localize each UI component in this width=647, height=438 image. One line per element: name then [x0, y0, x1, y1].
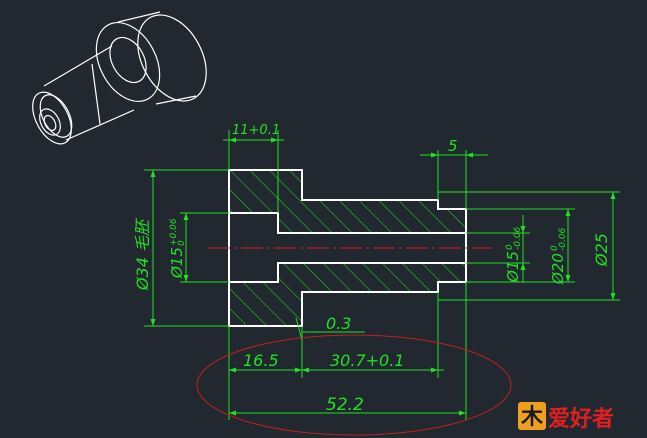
shank-bore-outer: [39, 108, 61, 136]
highlight-ellipse: [196, 334, 512, 436]
dim-shank-diameter: Ø25: [592, 233, 611, 267]
shank-end-face: [32, 91, 72, 145]
head-edge-bottom: [155, 95, 197, 105]
dim-shank-bore-tol-upper: 0: [505, 244, 515, 250]
dim-bore-tol-upper: +0.06: [169, 218, 179, 246]
dim-head-length: 11+0.1: [232, 123, 280, 138]
dim-shank-bore-diameter: Ø15: [504, 251, 522, 283]
head-counterbore: [109, 36, 147, 84]
isometric-view: [32, 11, 207, 145]
dim-shank-bore-tol-lower: -0.06: [513, 226, 523, 250]
dimension-arrows: [150, 137, 616, 416]
shank-edge-bottom: [65, 109, 135, 141]
head-edge-top: [117, 11, 161, 23]
watermark-text: 爱好者: [548, 406, 614, 432]
dim-total-length: 52.2: [326, 395, 364, 415]
neck-line: [91, 63, 101, 125]
dim-groove-width: 5: [448, 137, 458, 155]
head-front-face: [95, 22, 161, 102]
section-hatching: [229, 170, 466, 326]
dim-head-diameter: Ø34 毛胚: [133, 217, 152, 291]
dim-bore-tol-lower: 0: [177, 240, 187, 246]
dim-length-b: 30.7+0.1: [330, 351, 404, 370]
shank-bore-inner: [43, 114, 57, 132]
watermark-logo-badge: [518, 402, 546, 430]
dim-length-a: 16.5: [243, 351, 279, 370]
dim-neck-tol-lower: -0.06: [558, 227, 568, 251]
watermark: 木 爱好者: [518, 402, 614, 432]
head-back-face: [137, 14, 207, 102]
dim-neck-tol-upper: 0: [550, 245, 560, 251]
dim-bore-diameter: Ø15: [168, 247, 186, 279]
dim-neck-diameter: Ø20: [549, 253, 567, 285]
shank-edge-top: [43, 45, 113, 87]
dim-small-offset: 0.3: [326, 314, 351, 333]
watermark-logo-char: 木: [520, 405, 544, 430]
